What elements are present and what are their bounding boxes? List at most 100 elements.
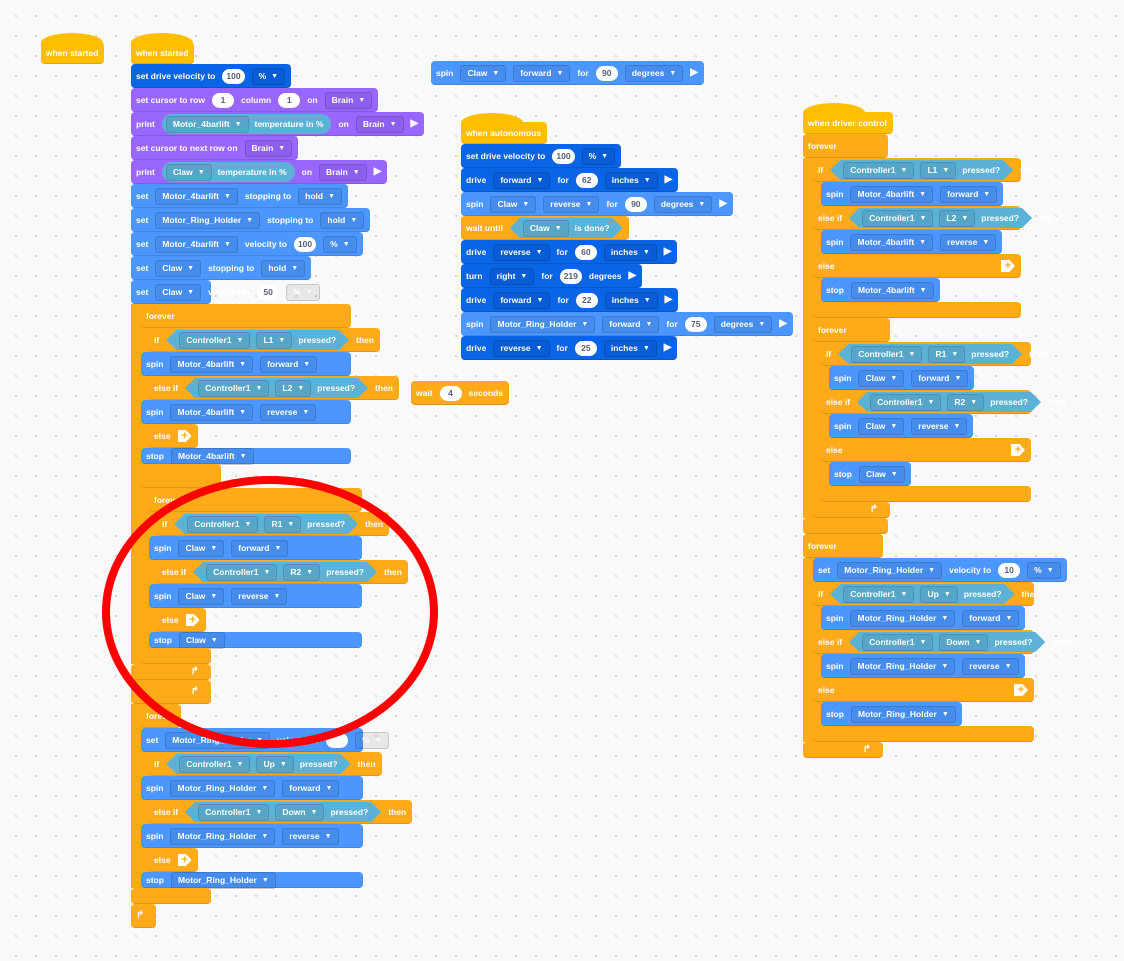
play-icon[interactable]: ▶: [663, 246, 672, 257]
dropdown[interactable]: right▼: [489, 267, 535, 285]
plus-icon[interactable]: +: [1001, 260, 1015, 272]
dropdown[interactable]: forward▼: [231, 539, 289, 557]
dropdown[interactable]: Claw▼: [858, 369, 905, 387]
play-icon[interactable]: ▶: [663, 342, 672, 353]
number-input[interactable]: 219: [559, 268, 582, 284]
when-driver-control-block[interactable]: [803, 518, 888, 534]
dropdown[interactable]: Claw▼: [155, 283, 202, 301]
dropdown[interactable]: Motor_Ring_Holder▼: [155, 211, 261, 229]
play-icon[interactable]: ▶: [690, 67, 698, 78]
sensing-reporter[interactable]: Motor_4barlift▼temperature in %: [161, 114, 332, 134]
number-input[interactable]: 90: [624, 196, 647, 212]
when-started-main-block[interactable]: forever: [141, 704, 181, 728]
number-input[interactable]: 10: [998, 562, 1021, 578]
dropdown[interactable]: forward▼: [282, 779, 340, 797]
dropdown[interactable]: hold▼: [298, 187, 343, 205]
sensing-reporter[interactable]: Controller1▼Down▼pressed?: [849, 632, 1045, 652]
dropdown[interactable]: Motor_4barlift▼: [170, 447, 254, 465]
plus-icon[interactable]: +: [177, 430, 192, 442]
dropdown[interactable]: forward▼: [911, 369, 969, 387]
dropdown[interactable]: Controller1▼: [179, 756, 250, 773]
dropdown[interactable]: forward▼: [602, 315, 660, 333]
plus-icon[interactable]: +: [1011, 444, 1025, 456]
dropdown[interactable]: Claw▼: [460, 64, 507, 82]
when-started-main-block[interactable]: [131, 888, 211, 904]
when-driver-control-block[interactable]: [821, 486, 1031, 502]
when-driver-control-block[interactable]: [813, 302, 1021, 318]
dropdown[interactable]: degrees▼: [713, 315, 773, 333]
plus-icon[interactable]: +: [177, 854, 192, 866]
dropdown[interactable]: Motor_Ring_Holder▼: [165, 731, 271, 749]
dropdown[interactable]: Motor_Ring_Holder▼: [170, 871, 276, 889]
dropdown[interactable]: Controller1▼: [206, 564, 277, 581]
dropdown[interactable]: reverse▼: [962, 657, 1019, 675]
dropdown[interactable]: Controller1▼: [843, 162, 914, 179]
dropdown[interactable]: %▼: [251, 67, 286, 85]
sensing-reporter[interactable]: Controller1▼R1▼pressed?: [174, 514, 358, 534]
sensing-reporter[interactable]: Controller1▼L1▼pressed?: [166, 330, 349, 350]
dropdown[interactable]: degrees▼: [624, 64, 684, 82]
dropdown[interactable]: reverse▼: [911, 417, 968, 435]
number-input[interactable]: 100: [222, 68, 245, 84]
dropdown[interactable]: forward▼: [513, 64, 571, 82]
dropdown[interactable]: %▼: [286, 283, 320, 301]
dropdown[interactable]: Motor_Ring_Holder▼: [850, 657, 956, 675]
when-driver-control-block[interactable]: ↱: [813, 502, 890, 518]
dropdown[interactable]: forward▼: [962, 609, 1020, 627]
dropdown[interactable]: Motor_4barlift▼: [170, 355, 254, 373]
dropdown[interactable]: Controller1▼: [870, 394, 941, 411]
dropdown[interactable]: reverse▼: [493, 339, 550, 357]
dropdown[interactable]: Motor_4barlift▼: [155, 235, 238, 253]
when-started-main-block[interactable]: forever: [149, 488, 362, 512]
dropdown[interactable]: hold▼: [320, 211, 365, 229]
dropdown[interactable]: Motor_Ring_Holder▼: [170, 827, 276, 845]
play-icon[interactable]: ▶: [664, 174, 673, 185]
dropdown[interactable]: Claw▼: [490, 195, 537, 213]
play-icon[interactable]: ▶: [628, 270, 637, 281]
dropdown[interactable]: Down▼: [275, 804, 324, 821]
play-icon[interactable]: ▶: [410, 118, 419, 129]
sensing-reporter[interactable]: Claw▼is done?: [510, 218, 623, 238]
dropdown[interactable]: R2▼: [283, 564, 320, 581]
when-started-main-block[interactable]: ↱: [131, 904, 157, 928]
dropdown[interactable]: Claw▼: [178, 539, 225, 557]
number-input[interactable]: 22: [575, 292, 598, 308]
when-started-main-block[interactable]: ↱: [131, 680, 211, 704]
dropdown[interactable]: forward▼: [260, 355, 318, 373]
when-started-main-block[interactable]: [141, 648, 211, 664]
number-input[interactable]: 50: [257, 284, 280, 300]
dropdown[interactable]: Motor_4barlift▼: [850, 185, 934, 203]
play-icon[interactable]: ▶: [719, 198, 728, 209]
dropdown[interactable]: hold▼: [261, 259, 306, 277]
when-driver-control-block[interactable]: forever: [803, 534, 883, 558]
when-driver-control-block[interactable]: ↱: [803, 742, 883, 758]
dropdown[interactable]: Claw▼: [523, 220, 569, 237]
when-started-main-block[interactable]: [141, 464, 221, 488]
play-icon[interactable]: ▶: [664, 294, 673, 305]
play-icon[interactable]: ▶: [373, 166, 382, 177]
